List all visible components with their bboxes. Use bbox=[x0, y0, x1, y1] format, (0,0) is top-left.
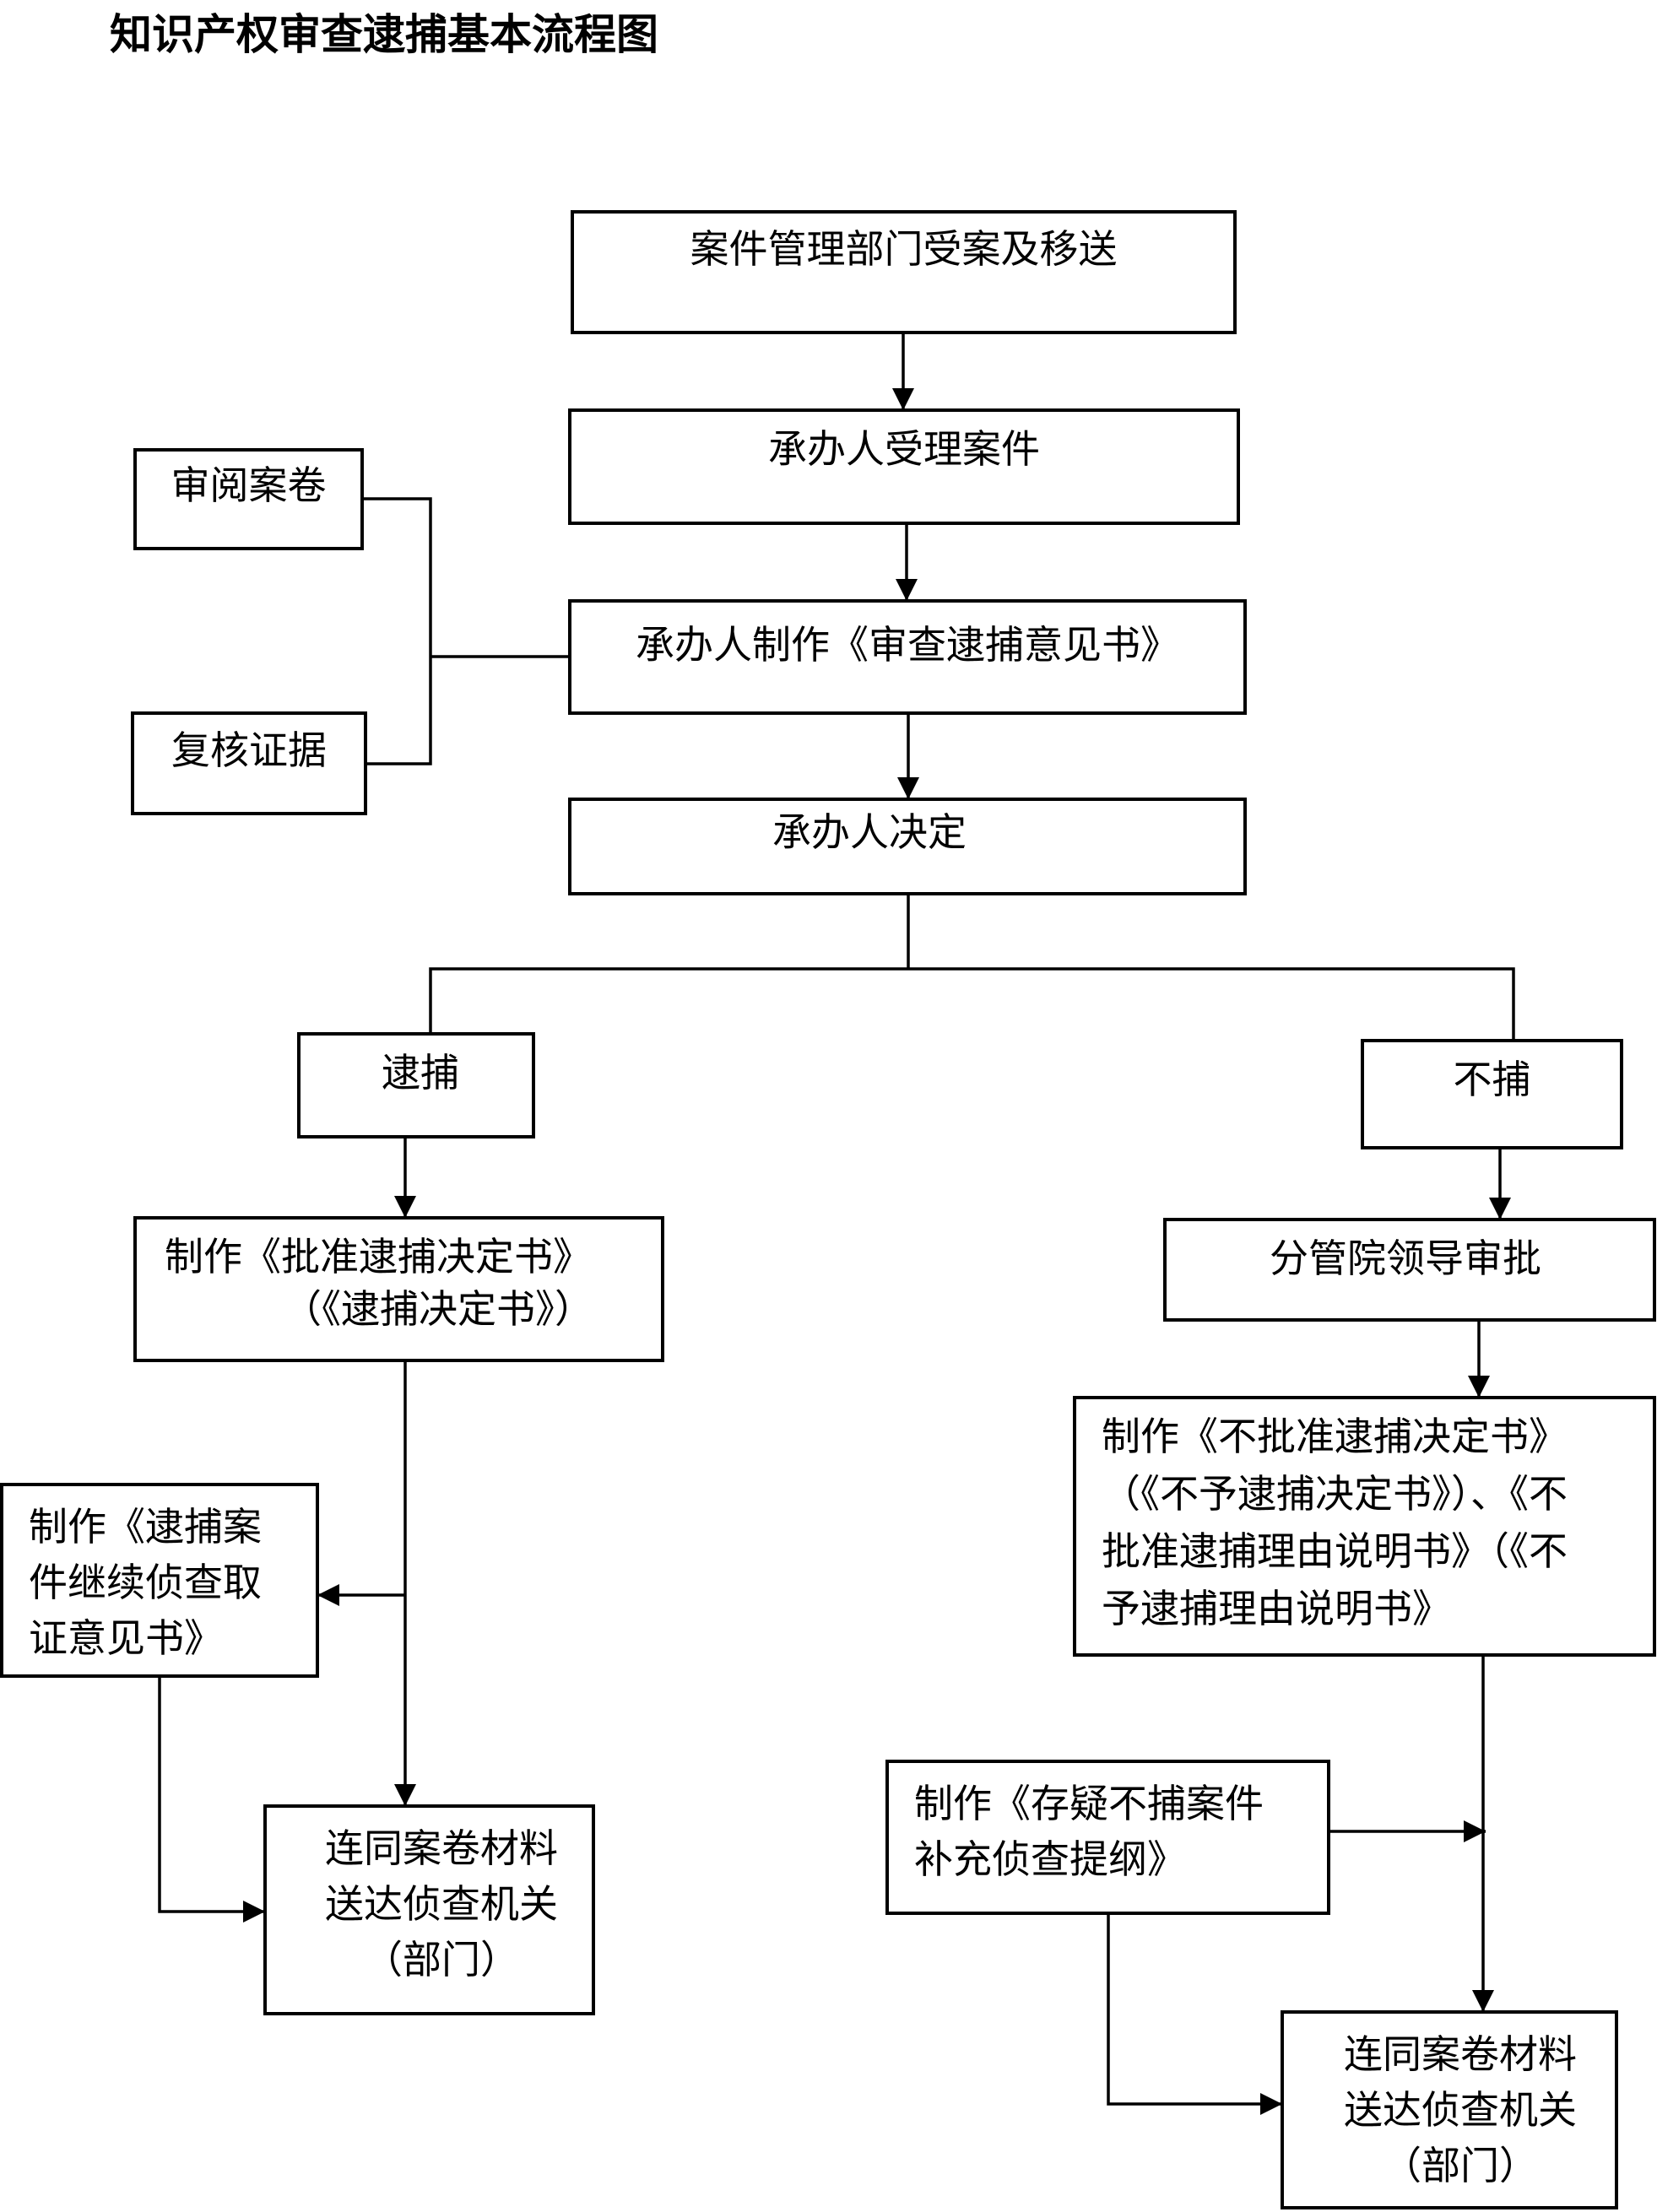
node-label-line: 制作《批准逮捕决定书》 bbox=[165, 1234, 592, 1279]
node-box bbox=[133, 448, 364, 550]
arrowhead-icon bbox=[892, 388, 914, 410]
node-label-line: （部门） bbox=[364, 1937, 519, 1982]
edge-doubt-doc-to-deliver-right bbox=[1107, 1913, 1282, 2106]
node-box bbox=[885, 1760, 1330, 1915]
node-box bbox=[133, 1216, 664, 1362]
node-box bbox=[1361, 1039, 1623, 1149]
node-label-line: 证意见书》 bbox=[29, 1615, 223, 1661]
node-arrest: 逮捕 bbox=[297, 1032, 535, 1138]
arrowhead-icon bbox=[1468, 1376, 1490, 1398]
arrowhead-icon bbox=[243, 1901, 265, 1923]
node-box bbox=[568, 798, 1247, 895]
node-label-line: 审阅案卷 bbox=[171, 462, 327, 508]
node-label-line: 复核证据 bbox=[171, 727, 327, 773]
node-label-line: （《逮捕决定书》） bbox=[283, 1286, 593, 1332]
node-box bbox=[131, 711, 367, 815]
node-label-line: 予逮捕理由说明书》 bbox=[1102, 1586, 1451, 1631]
arrowhead-icon bbox=[897, 777, 919, 799]
edge-bracket-review-recheck bbox=[362, 497, 432, 765]
node-label-line: 补充侦查提纲》 bbox=[914, 1836, 1186, 1882]
edge-decision-split bbox=[429, 967, 1515, 1041]
node-label-line: 制作《逮捕案 bbox=[29, 1504, 262, 1549]
node-label-line: 案件管理部门受案及移送 bbox=[690, 226, 1118, 272]
node-label-line: （部门） bbox=[1383, 2143, 1538, 2188]
arrowhead-icon bbox=[1260, 2093, 1282, 2115]
node-box bbox=[0, 1483, 319, 1678]
page-title: 知识产权审查逮捕基本流程图 bbox=[110, 10, 658, 59]
edge-continue-doc-to-deliver-left bbox=[158, 1676, 265, 1913]
node-leader-approval: 分管院领导审批 bbox=[1163, 1218, 1656, 1322]
node-box bbox=[1073, 1396, 1656, 1657]
node-label-line: 分管院领导审批 bbox=[1270, 1236, 1541, 1281]
node-label-line: 连同案卷材料 bbox=[325, 1825, 558, 1871]
node-no-arrest: 不捕 bbox=[1361, 1039, 1623, 1149]
node-label-line: 送达侦查机关 bbox=[325, 1881, 558, 1927]
node-box bbox=[1281, 2010, 1618, 2209]
node-label-line: 承办人决定 bbox=[772, 809, 967, 855]
arrowhead-icon bbox=[1464, 1820, 1486, 1842]
node-box bbox=[568, 408, 1240, 525]
node-label-line: 不捕 bbox=[1454, 1057, 1531, 1102]
arrowhead-icon bbox=[317, 1584, 339, 1606]
node-draft-opinion: 承办人制作《审查逮捕意见书》 bbox=[568, 599, 1247, 715]
node-label-line: 承办人受理案件 bbox=[768, 426, 1040, 472]
arrowhead-icon bbox=[394, 1784, 416, 1806]
node-recheck-evidence: 复核证据 bbox=[131, 711, 367, 815]
arrowhead-icon bbox=[896, 579, 918, 601]
node-box bbox=[1163, 1218, 1656, 1322]
node-label-line: 逮捕 bbox=[382, 1050, 459, 1095]
node-label-line: （《不予逮捕决定书》）、《不 bbox=[1102, 1471, 1568, 1517]
node-label-line: 制作《不批准逮捕决定书》 bbox=[1102, 1414, 1568, 1459]
node-label-line: 批准逮捕理由说明书》（《不 bbox=[1102, 1528, 1568, 1574]
node-handler-accepts: 承办人受理案件 bbox=[568, 408, 1240, 525]
node-approve-arrest-doc: 制作《批准逮捕决定书》 （《逮捕决定书》） bbox=[133, 1216, 664, 1362]
arrowhead-icon bbox=[1489, 1198, 1511, 1220]
node-box bbox=[571, 210, 1237, 334]
arrowhead-icon bbox=[394, 1196, 416, 1218]
node-label-line: 承办人制作《审查逮捕意见书》 bbox=[636, 622, 1179, 668]
node-label-line: 件继续侦查取 bbox=[29, 1560, 262, 1605]
node-box bbox=[568, 599, 1247, 715]
arrowhead-icon bbox=[1472, 1990, 1494, 2012]
node-no-arrest-doc: 制作《不批准逮捕决定书》 （《不予逮捕决定书》）、《不批准逮捕理由说明书》（《不予… bbox=[1073, 1396, 1656, 1657]
node-label-line: 送达侦查机关 bbox=[1344, 2087, 1577, 2133]
node-box bbox=[263, 1804, 595, 2015]
node-case-acceptance: 案件管理部门受案及移送 bbox=[571, 210, 1237, 334]
node-handler-decides: 承办人决定 bbox=[568, 798, 1247, 895]
node-label-line: 连同案卷材料 bbox=[1344, 2031, 1577, 2077]
node-box bbox=[297, 1032, 535, 1138]
node-review-files: 审阅案卷 bbox=[133, 448, 364, 550]
connectors bbox=[158, 333, 1515, 2115]
node-label-line: 制作《存疑不捕案件 bbox=[914, 1781, 1264, 1826]
